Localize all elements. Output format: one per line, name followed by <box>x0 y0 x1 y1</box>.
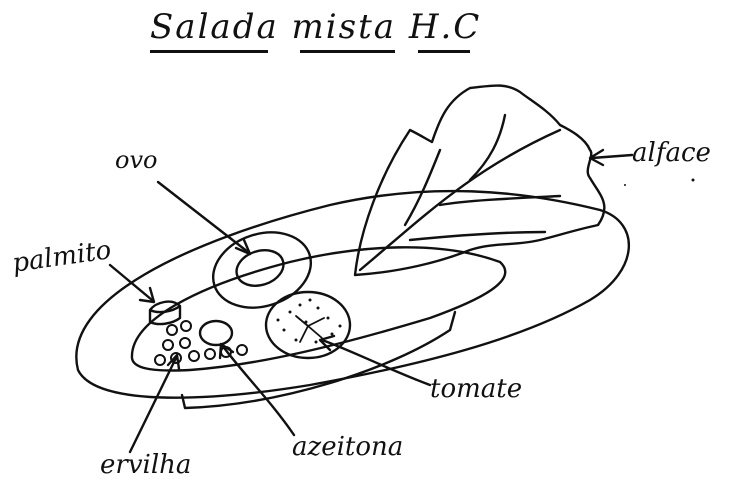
label-tomate: tomate <box>430 376 522 402</box>
ink-speck-2 <box>624 184 626 186</box>
lettuce-vein-4 <box>410 232 545 240</box>
pointer-ervilha <box>130 358 176 452</box>
olive <box>200 321 232 345</box>
pointer-ovo <box>158 182 248 252</box>
tomato-core <box>296 316 324 342</box>
lettuce-vein-1 <box>405 150 440 225</box>
plate-base <box>182 312 455 408</box>
lettuce-vein-2 <box>440 196 560 205</box>
label-azeitona: azeitona <box>292 434 403 460</box>
egg-yolk <box>232 244 288 291</box>
ink-speck-1 <box>692 179 695 182</box>
plate-outer-rim <box>76 191 629 398</box>
pointer-alface <box>592 155 632 158</box>
label-alface: alface <box>632 140 711 166</box>
lettuce-midrib <box>360 130 560 270</box>
label-ovo: ovo <box>115 148 157 172</box>
label-ervilha: ervilha <box>100 452 191 478</box>
